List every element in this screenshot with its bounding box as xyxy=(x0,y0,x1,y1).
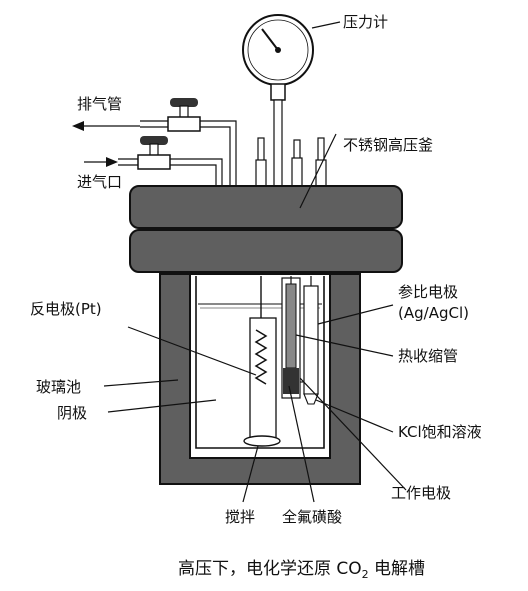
label-kcl-solution: KCl饱和溶液 xyxy=(398,423,482,441)
label-glass-cell: 玻璃池 xyxy=(36,378,81,396)
exhaust-arrow xyxy=(72,121,140,131)
caption-subscript: 2 xyxy=(362,568,369,581)
caption-prefix: 高压下，电化学还原 CO xyxy=(178,559,362,579)
label-heat-shrink-tube: 热收缩管 xyxy=(398,347,458,365)
upper-flange xyxy=(129,185,403,229)
counter-electrode xyxy=(249,276,277,439)
pt-coil xyxy=(254,329,268,385)
label-stirring: 搅拌 xyxy=(225,508,255,526)
gauge-connector xyxy=(270,83,286,101)
caption-suffix: 电解槽 xyxy=(369,559,425,579)
label-autoclave: 不锈钢高压釜 xyxy=(343,136,433,154)
label-cathode: 阴极 xyxy=(57,404,87,422)
label-counter-electrode: 反电极(Pt) xyxy=(30,300,102,318)
inlet-tube xyxy=(118,158,223,186)
label-gas-inlet: 进气口 xyxy=(77,173,122,191)
exhaust-valve xyxy=(167,98,201,132)
inlet-arrow xyxy=(84,157,118,167)
label-exhaust-pipe: 排气管 xyxy=(77,95,122,113)
label-reference-electrode-detail: (Ag/AgCl) xyxy=(398,304,469,322)
nafion-membrane xyxy=(283,368,299,394)
lower-flange xyxy=(129,229,403,273)
gauge-needle xyxy=(261,28,279,51)
autoclave-body xyxy=(159,273,361,485)
leader-lines xyxy=(103,133,407,503)
reference-electrode-body xyxy=(303,285,319,395)
autoclave-lid xyxy=(129,185,403,273)
pressure-gauge xyxy=(242,14,341,191)
inlet-valve xyxy=(137,136,171,170)
label-pressure-gauge: 压力计 xyxy=(343,13,388,31)
figure-caption: 高压下，电化学还原 CO2 电解槽 xyxy=(178,559,425,581)
working-electrode-assembly xyxy=(281,276,319,405)
label-working-electrode: 工作电极 xyxy=(391,484,451,502)
heat-shrink-tube xyxy=(285,283,297,369)
lid-feedthroughs xyxy=(255,137,327,187)
label-nafion: 全氟磺酸 xyxy=(282,508,342,526)
exhaust-tube xyxy=(140,120,237,186)
stir-bar xyxy=(243,435,281,447)
svg-text:高压下，电化学还原 CO2 电解槽: 高压下，电化学还原 CO2 电解槽 xyxy=(178,559,425,581)
label-reference-electrode: 参比电极 xyxy=(398,283,458,301)
labels: 压力计 排气管 进气口 不锈钢高压釜 参比电极 (Ag/AgCl) 反电极(Pt… xyxy=(30,13,482,526)
